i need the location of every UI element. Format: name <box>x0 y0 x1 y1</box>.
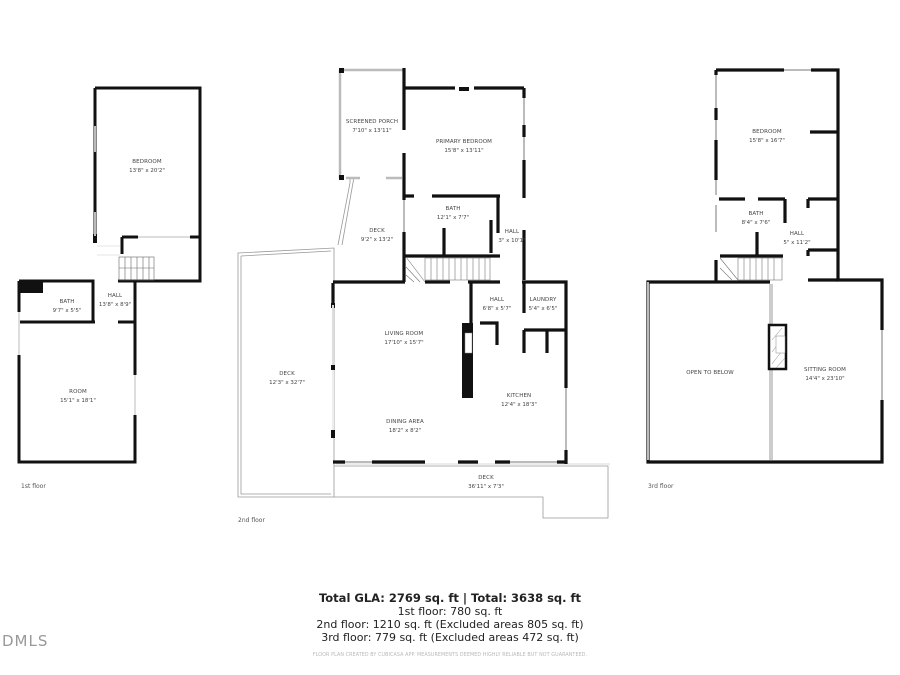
room-label-open-to-below: OPEN TO BELOW <box>686 370 734 376</box>
floor-label-3rd: 3rd floor <box>648 483 674 490</box>
third-floor-plan <box>646 68 884 464</box>
area-summary: Total GLA: 2769 sq. ft | Total: 3638 sq.… <box>0 591 900 644</box>
disclaimer-text: FLOOR PLAN CREATED BY CUBICASA APP. MEAS… <box>312 653 588 658</box>
floor3-area: 3rd floor: 779 sq. ft (Excluded areas 47… <box>321 631 579 644</box>
floor-label-2nd: 2nd floor <box>238 517 265 524</box>
first-floor-plan <box>17 86 202 464</box>
total-area: Total GLA: 2769 sq. ft | Total: 3638 sq.… <box>318 591 582 605</box>
mls-watermark: DMLS <box>2 632 49 650</box>
floor2-area: 2nd floor: 1210 sq. ft (Excluded areas 8… <box>316 618 584 631</box>
floor-label-1st: 1st floor <box>21 483 46 490</box>
second-floor-plan <box>237 68 610 519</box>
floor1-area: 1st floor: 780 sq. ft <box>397 605 503 618</box>
